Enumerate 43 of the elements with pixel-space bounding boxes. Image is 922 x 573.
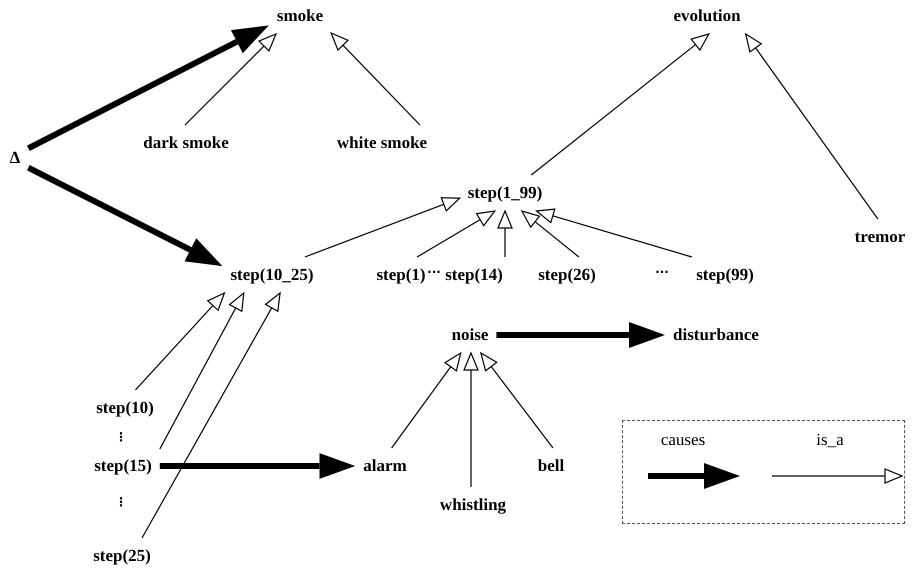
concept-label: Δ [2, 140, 28, 176]
concept-label: disturbance [665, 317, 767, 353]
is-a-arrow [304, 197, 460, 258]
is-a-arrow [141, 292, 281, 538]
vertical-ellipsis-mark: ⋮ [115, 496, 127, 508]
ellipsis-mark: ··· [427, 266, 441, 278]
concept-label: step(25) [85, 538, 159, 573]
is-a-arrow [480, 352, 554, 448]
concept-label: smoke [268, 0, 332, 34]
is-a-arrow [416, 210, 496, 258]
concept-label: tremor [846, 219, 914, 255]
is-a-arrow [530, 33, 710, 176]
is-a-arrow [134, 292, 226, 390]
concept-label: bell [530, 448, 572, 484]
is-a-arrow [159, 292, 244, 450]
causes-arrow [26, 25, 269, 151]
is-a-arrow [463, 352, 479, 487]
concept-label: step(99) [688, 257, 762, 293]
ellipsis-mark: ··· [655, 266, 669, 278]
concept-label: noise [444, 317, 496, 353]
concept-label: step(1_99) [460, 175, 550, 211]
concept-label: step(26) [530, 257, 604, 293]
concept-label: whistling [432, 487, 514, 523]
legend-label: causes [660, 430, 706, 450]
is-a-arrow [497, 210, 513, 257]
causes-arrow [496, 322, 666, 348]
concept-label: white smoke [328, 125, 436, 161]
concept-label: dark smoke [135, 125, 237, 161]
is-a-arrow [521, 210, 580, 258]
is-a-arrow [536, 208, 692, 258]
is-a-arrow [330, 32, 420, 126]
is-a-arrow [184, 33, 277, 126]
is-a-arrow [745, 33, 878, 220]
concept-label: step(15) [86, 448, 160, 484]
legend-label: is_a [816, 430, 844, 450]
concept-label: alarm [355, 448, 415, 484]
causes-arrow [26, 165, 222, 266]
vertical-ellipsis-mark: ⋮ [115, 431, 127, 443]
concept-label: step(10_25) [222, 257, 322, 293]
concept-label: step(10) [88, 390, 162, 426]
concept-label: evolution [665, 0, 749, 34]
is-a-arrow [391, 352, 462, 448]
causes-arrow [160, 453, 356, 479]
